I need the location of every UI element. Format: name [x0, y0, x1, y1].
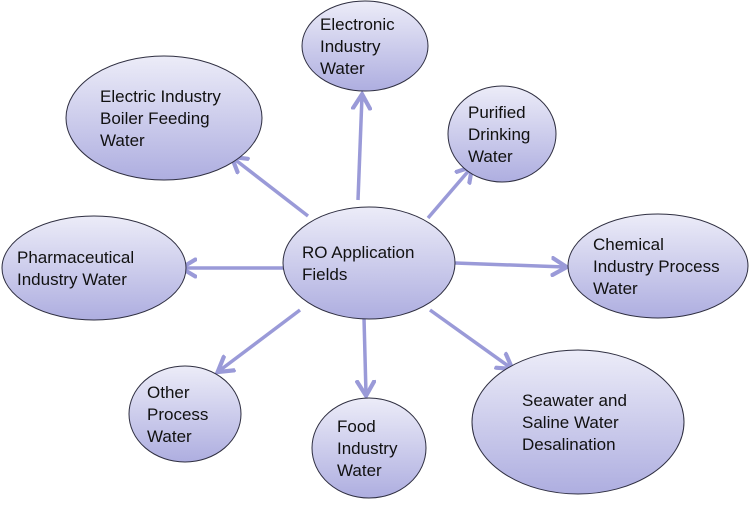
arrow-to-food	[364, 317, 366, 394]
node-label-line: RO Application	[302, 243, 414, 262]
node-label-line: Other	[147, 383, 190, 402]
node-label-line: Industry Process	[593, 257, 720, 276]
node-ellipse	[311, 397, 427, 499]
node-label-line: Fields	[302, 265, 347, 284]
arrow-to-electronic	[358, 96, 362, 201]
node-label-line: Water	[320, 59, 365, 78]
node-label-line: Pharmaceutical	[17, 248, 134, 267]
arrow-to-other	[219, 308, 302, 371]
node-label-line: Water	[593, 279, 638, 298]
node-label-line: Seawater and	[522, 391, 627, 410]
node-label-line: Drinking	[468, 125, 530, 144]
arrow-to-seawater	[428, 308, 511, 368]
arrow-to-purified	[426, 168, 471, 220]
node-label-line: Industry	[337, 439, 398, 458]
node-label-line: Process	[147, 405, 208, 424]
arrow-to-chemical	[454, 263, 565, 267]
node-label-line: Boiler Feeding	[100, 109, 210, 128]
node-ellipse	[471, 349, 685, 495]
node-ellipse	[301, 0, 429, 92]
node-label-line: Desalination	[522, 435, 616, 454]
node-ellipse	[128, 365, 242, 463]
node-ellipse	[1, 215, 187, 321]
node-label-line: Industry	[320, 37, 381, 56]
node-label-line: Food	[337, 417, 376, 436]
node-label-line: Purified	[468, 103, 526, 122]
node-label-line: Electronic	[320, 15, 395, 34]
node-label-line: Water	[147, 427, 192, 446]
node-label-line: Water	[468, 147, 513, 166]
node-label-line: Industry Water	[17, 270, 127, 289]
node-label-line: Chemical	[593, 235, 664, 254]
node-ellipse	[65, 55, 263, 181]
node-ellipse	[282, 206, 456, 320]
arrow-to-boiler	[233, 158, 310, 218]
node-label-line: Saline Water	[522, 413, 619, 432]
node-label-line: Water	[337, 461, 382, 480]
node-label-line: Electric Industry	[100, 87, 221, 106]
node-label-line: Water	[100, 131, 145, 150]
node-ellipse	[447, 85, 557, 183]
node-ellipse	[567, 213, 749, 319]
